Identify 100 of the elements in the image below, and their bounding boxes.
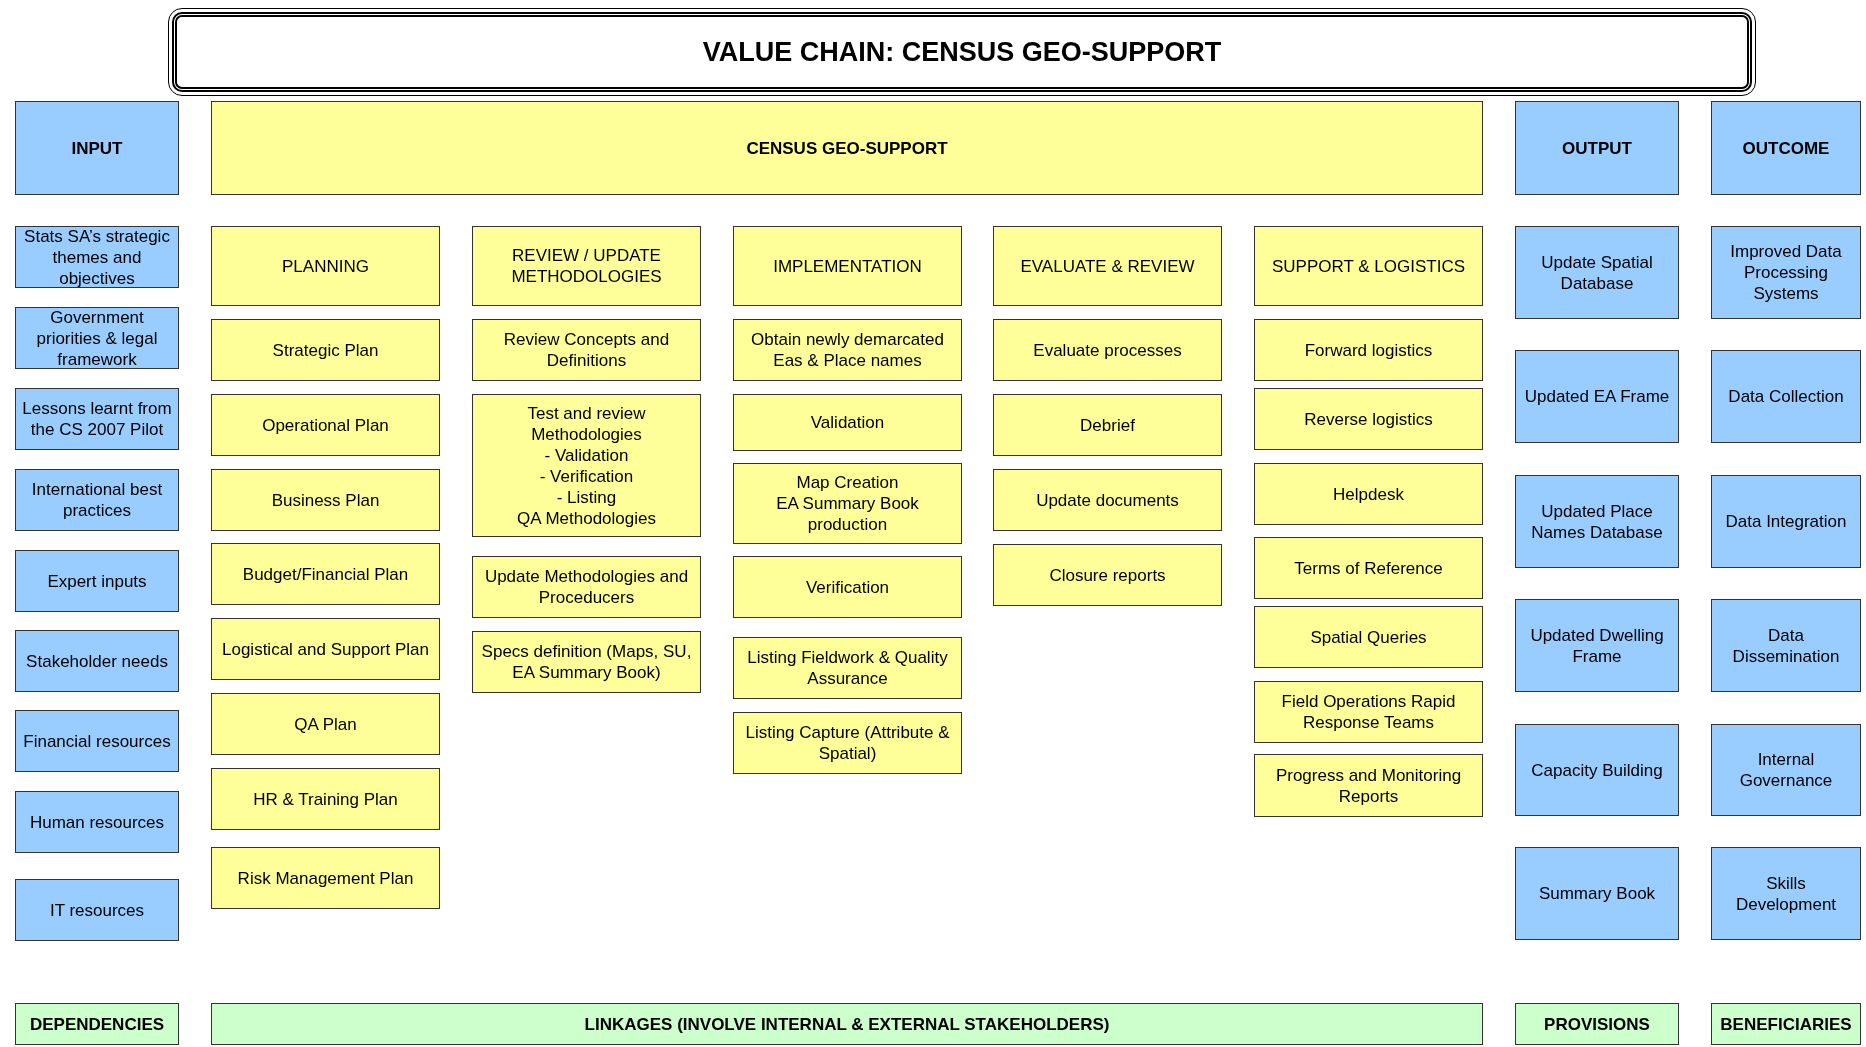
box-label: REVIEW / UPDATE METHODOLOGIES: [510, 245, 663, 287]
box-label: Listing Capture (Attribute & Spatial): [744, 722, 951, 764]
process-box: [472, 226, 701, 306]
box-label: Operational Plan: [262, 414, 389, 436]
process-box: [733, 556, 962, 618]
output-box: [1515, 599, 1679, 692]
box-label: PROVISIONS: [1544, 1013, 1650, 1035]
output-box: [15, 550, 179, 612]
process-box: [472, 394, 701, 537]
process-box: [733, 637, 962, 699]
box-label: OUTCOME: [1742, 137, 1830, 159]
process-box: [1254, 606, 1483, 668]
box-label: Skills Development: [1734, 872, 1838, 915]
box-label: Updated Dwelling Frame: [1529, 624, 1665, 667]
output-box: [1711, 724, 1861, 816]
process-box: [211, 101, 1483, 195]
process-box: [211, 319, 440, 381]
box-label: IMPLEMENTATION: [773, 255, 922, 277]
output-box: [1711, 475, 1861, 568]
box-label: - Verification: [539, 465, 634, 487]
box-label: EVALUATE & REVIEW: [1020, 255, 1195, 277]
box-label: Field Operations Rapid Response Teams: [1280, 691, 1457, 733]
process-box: [472, 319, 701, 381]
box-label: Data Collection: [1728, 386, 1844, 407]
box-label: Stats SA’s strategic themes and objectives: [23, 225, 171, 289]
box-label: SUPPORT & LOGISTICS: [1271, 255, 1465, 277]
box-label: Progress and Monitoring Reports: [1274, 764, 1463, 807]
process-box: [211, 618, 440, 680]
box-label: Internal Governance: [1738, 749, 1834, 791]
box-label: Evaluate processes: [1033, 339, 1182, 361]
box-label: Test and review Methodologies: [526, 402, 647, 445]
process-box: [211, 394, 440, 456]
box-label: Budget/Financial Plan: [242, 563, 409, 585]
output-box: [15, 469, 179, 531]
process-box: [1254, 319, 1483, 381]
box-label: Forward logistics: [1304, 339, 1433, 361]
box-label: Financial resources: [23, 730, 171, 752]
output-box: [1711, 350, 1861, 443]
process-box: [733, 463, 962, 544]
process-box: [1254, 226, 1483, 306]
process-box: [993, 226, 1222, 306]
process-box: [472, 556, 701, 618]
box-label: PLANNING: [282, 255, 369, 277]
output-box: [1711, 599, 1861, 692]
box-label: Risk Management Plan: [237, 867, 414, 889]
output-box: [15, 630, 179, 692]
footer-band: [1515, 1003, 1679, 1045]
box-label: Verification: [805, 576, 890, 598]
box-label: Obtain newly demarcated Eas & Place names: [750, 329, 945, 371]
box-label: Business Plan: [271, 489, 380, 511]
box-label: Capacity Building: [1531, 759, 1663, 781]
box-label: Summary Book: [1538, 883, 1656, 904]
output-box: [1515, 350, 1679, 443]
box-label: DEPENDENCIES: [29, 1013, 165, 1035]
box-label: - Listing: [556, 486, 617, 508]
box-label: Reverse logistics: [1304, 408, 1433, 430]
process-box: [993, 319, 1222, 381]
output-box: [1711, 101, 1861, 195]
box-label: QA Plan: [294, 713, 357, 735]
box-label: Update Methodologies and Proceducers: [483, 566, 690, 608]
output-box: [1515, 724, 1679, 816]
box-label: Specs definition (Maps, SU, EA Summary Book): [480, 641, 693, 683]
box-label: Stakeholder needs: [26, 650, 168, 672]
box-label: Expert inputs: [47, 570, 147, 592]
box-label: Human resources: [29, 811, 165, 833]
output-box: [15, 879, 179, 941]
output-box: [1515, 226, 1679, 319]
process-box: [1254, 463, 1483, 525]
process-box: [211, 768, 440, 830]
box-label: Review Concepts and Definitions: [502, 329, 671, 371]
box-label: Terms of Reference: [1294, 557, 1443, 579]
output-box: [1515, 847, 1679, 940]
box-label: INPUT: [71, 137, 123, 159]
box-label: International best practices: [30, 479, 164, 521]
process-box: [733, 226, 962, 306]
box-label: OUTPUT: [1562, 137, 1632, 159]
footer-band: [15, 1003, 179, 1045]
box-label: LINKAGES (INVOLVE INTERNAL & EXTERNAL STAKEHOLDERS): [584, 1013, 1110, 1035]
box-label: - Validation: [544, 444, 629, 466]
box-label: Closure reports: [1049, 564, 1166, 586]
process-box: [211, 847, 440, 909]
process-box: [472, 631, 701, 693]
process-box: [211, 693, 440, 755]
output-box: [15, 791, 179, 853]
process-box: [1254, 681, 1483, 743]
process-box: [1254, 754, 1483, 817]
box-label: Validation: [810, 412, 885, 433]
box-label: Logistical and Support Plan: [222, 638, 429, 660]
process-box: [733, 319, 962, 381]
box-label: QA Methodologies: [517, 507, 656, 529]
output-box: [15, 710, 179, 772]
box-label: IT resources: [49, 899, 145, 921]
box-label: Spatial Queries: [1310, 626, 1427, 648]
process-box: [733, 712, 962, 774]
box-label: Update documents: [1036, 489, 1179, 511]
process-box: [993, 544, 1222, 606]
process-box: [1254, 537, 1483, 599]
footer-band: [1711, 1003, 1861, 1045]
output-box: [15, 388, 179, 450]
process-box: [1254, 388, 1483, 450]
